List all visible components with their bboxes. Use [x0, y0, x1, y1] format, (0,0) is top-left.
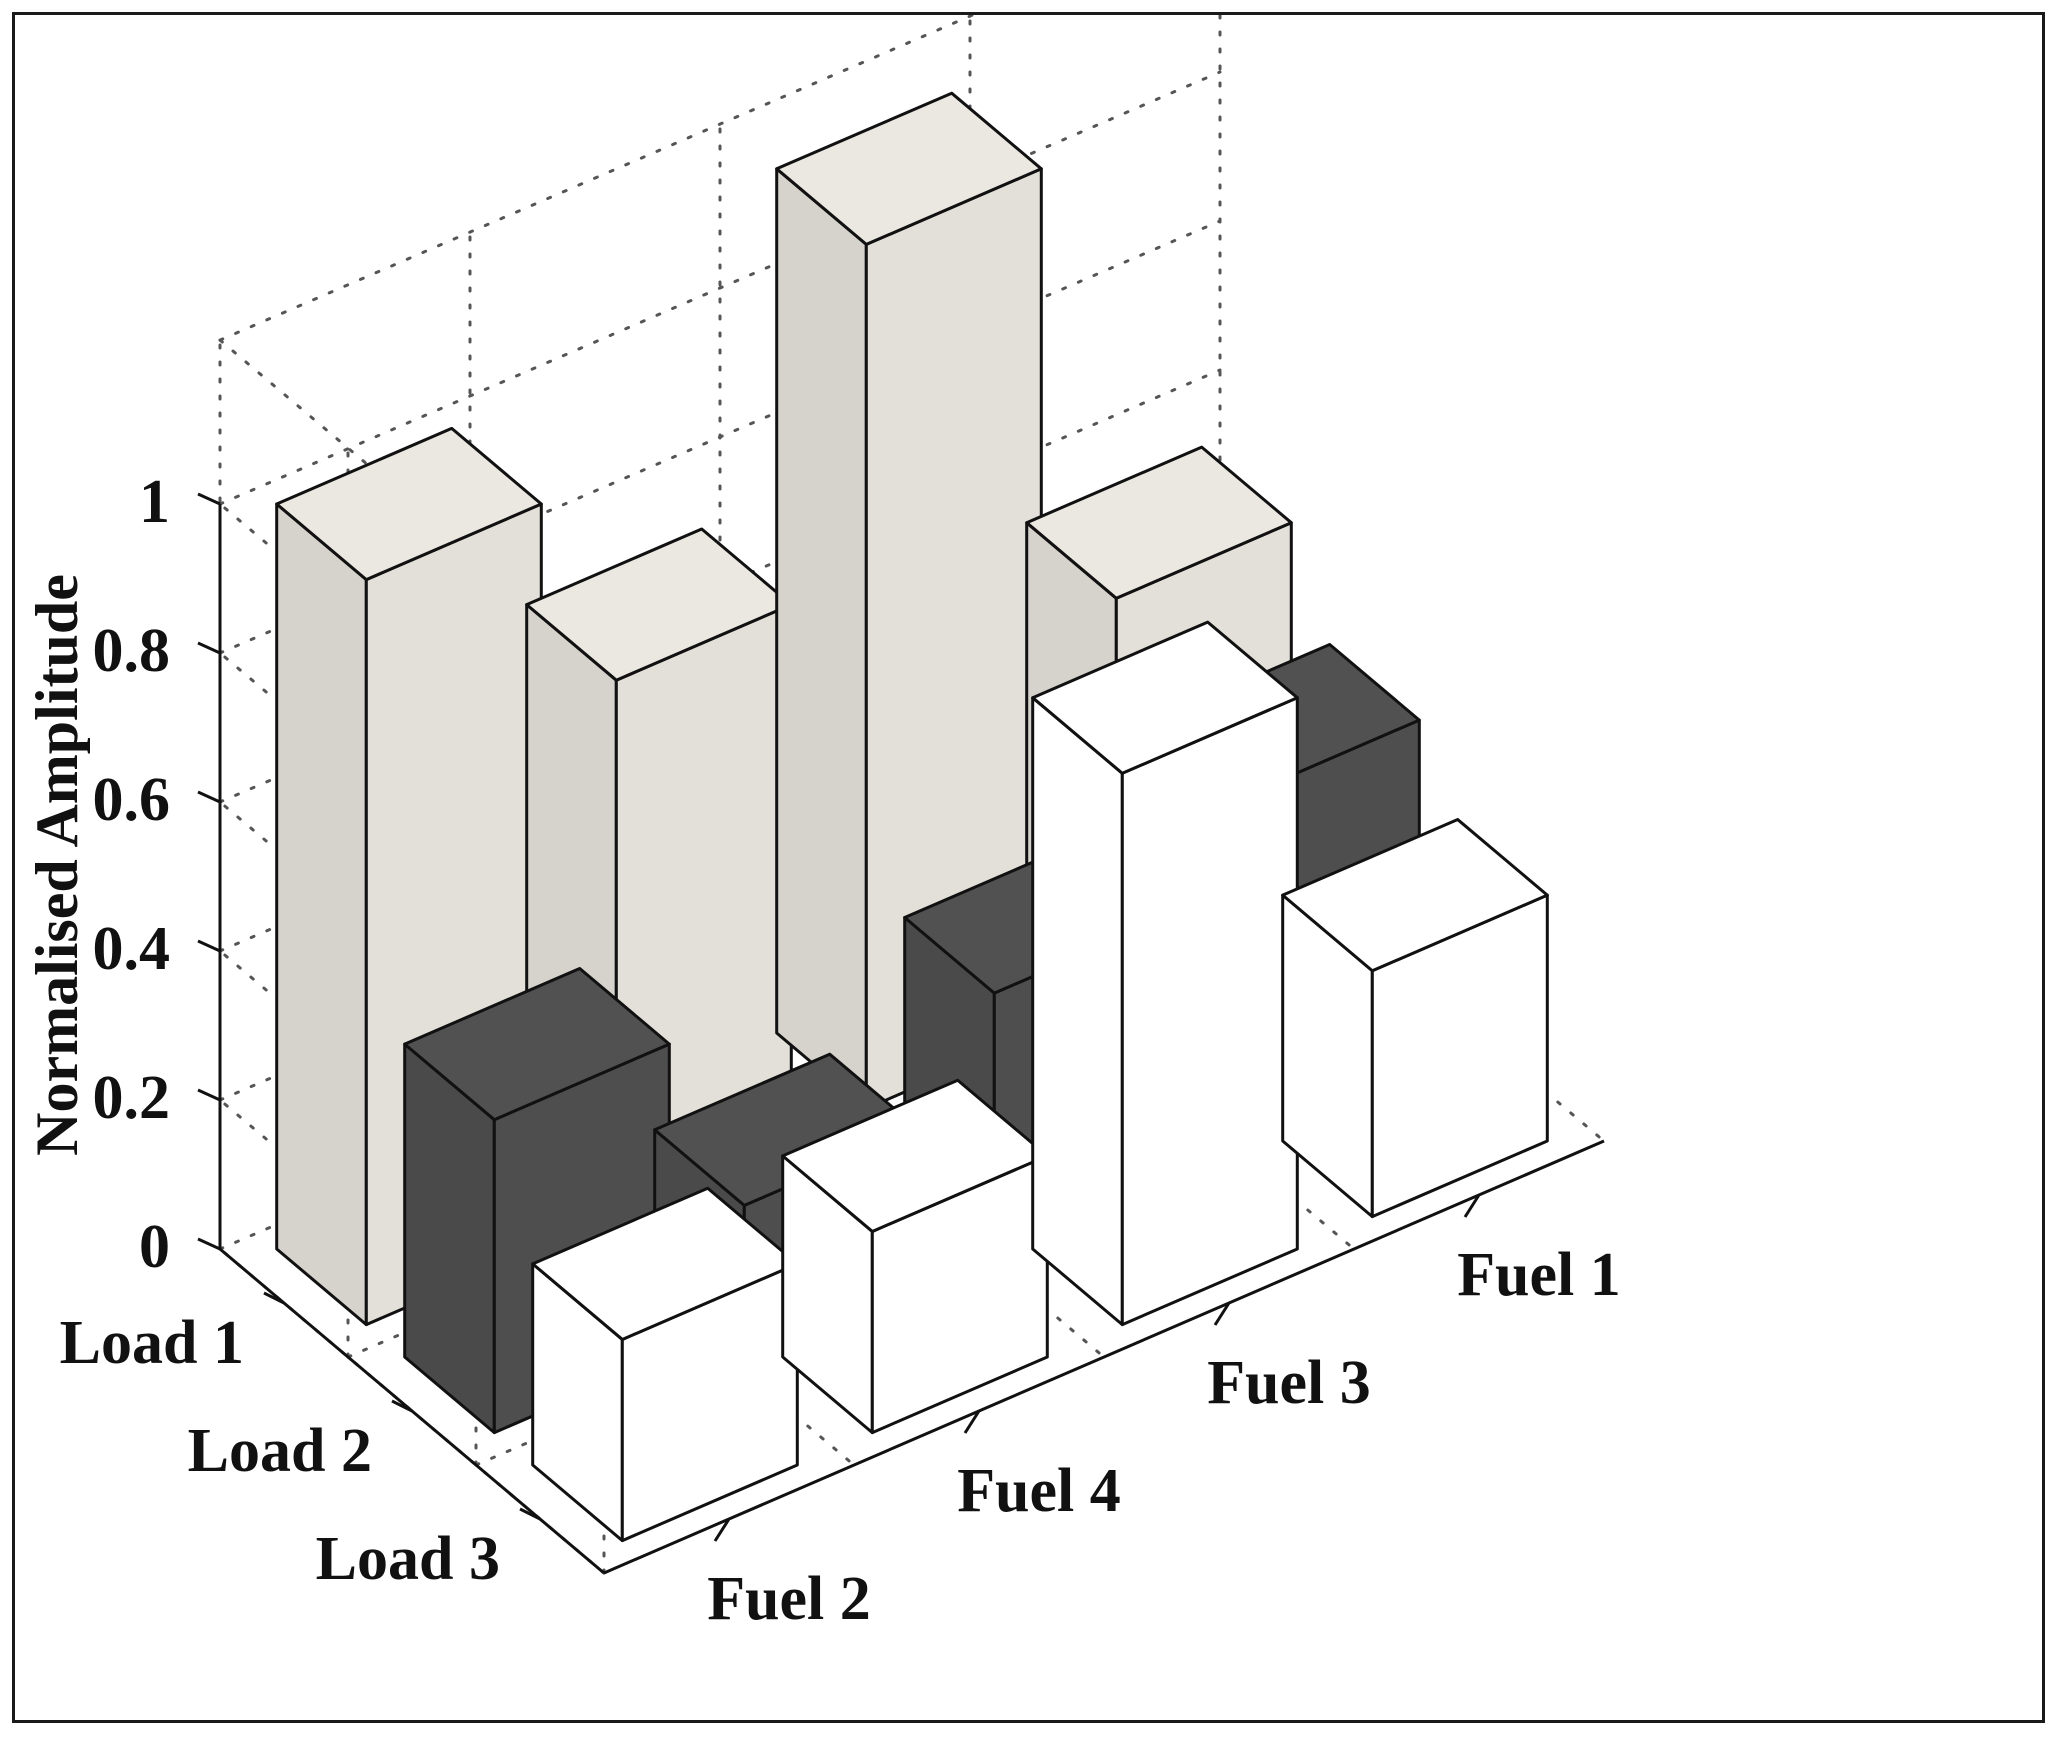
y-tick-label: 0.4 — [93, 915, 171, 983]
bar-top-face — [1031, 620, 1299, 775]
y-tick-label: 0.6 — [93, 766, 171, 834]
fuel-axis-tick — [1213, 1302, 1231, 1326]
y-tick-label: 0.8 — [93, 617, 171, 685]
bar-top-face — [275, 426, 543, 582]
bar-load-3-fuel-4 — [781, 1078, 1049, 1435]
bar-side-face — [275, 502, 368, 1327]
bar-top-face — [403, 967, 671, 1122]
bar-layer — [275, 91, 1549, 1543]
y-tick-label: 0 — [139, 1213, 170, 1281]
fuel-tick-label: Fuel 2 — [707, 1565, 871, 1633]
y-axis-label: Normalised Amplitude — [24, 574, 90, 1156]
bar-load-3-fuel-2 — [531, 1186, 799, 1543]
y-tick-label: 1 — [139, 468, 170, 536]
z-axis-tick — [197, 1088, 221, 1102]
load-axis-tick — [519, 1507, 541, 1521]
z-axis-tick — [197, 939, 221, 953]
y-tick-label: 0.2 — [93, 1064, 171, 1132]
load-tick-label: Load 2 — [188, 1417, 372, 1485]
bar-load-1-fuel-3 — [775, 91, 1043, 1111]
bar-top-face — [1281, 818, 1549, 973]
load-tick-label: Load 3 — [316, 1525, 500, 1593]
load-tick-label: Load 1 — [60, 1309, 244, 1377]
z-axis-tick — [197, 492, 221, 506]
bar-side-face — [775, 167, 868, 1111]
load-axis-tick — [391, 1399, 413, 1413]
bar-load-3-fuel-3 — [1031, 620, 1299, 1327]
z-axis-tick — [197, 641, 221, 655]
bar-side-face — [1031, 696, 1124, 1327]
grid-line-back-wall — [218, 70, 1222, 506]
bar-top-face — [1025, 445, 1293, 600]
bar-top-face — [775, 91, 1043, 246]
bar-load-3-fuel-1 — [1281, 818, 1549, 1219]
fuel-axis-tick — [963, 1410, 981, 1434]
fuel-tick-label: Fuel 3 — [1207, 1349, 1371, 1417]
fuel-axis-tick — [713, 1518, 731, 1542]
load-axis-tick — [263, 1291, 285, 1305]
fuel-tick-label: Fuel 1 — [1457, 1241, 1621, 1309]
grid-line-back-top — [218, 15, 977, 342]
axis-layer — [197, 492, 1605, 1575]
bar-front-face — [1120, 696, 1299, 1327]
fuel-tick-label: Fuel 4 — [957, 1457, 1121, 1525]
grid-line-left-top — [218, 338, 606, 666]
z-axis-tick — [197, 790, 221, 804]
z-axis-tick — [197, 1237, 221, 1251]
fuel-axis-tick — [1463, 1194, 1481, 1218]
fuel-axis-line — [603, 1139, 1605, 1575]
